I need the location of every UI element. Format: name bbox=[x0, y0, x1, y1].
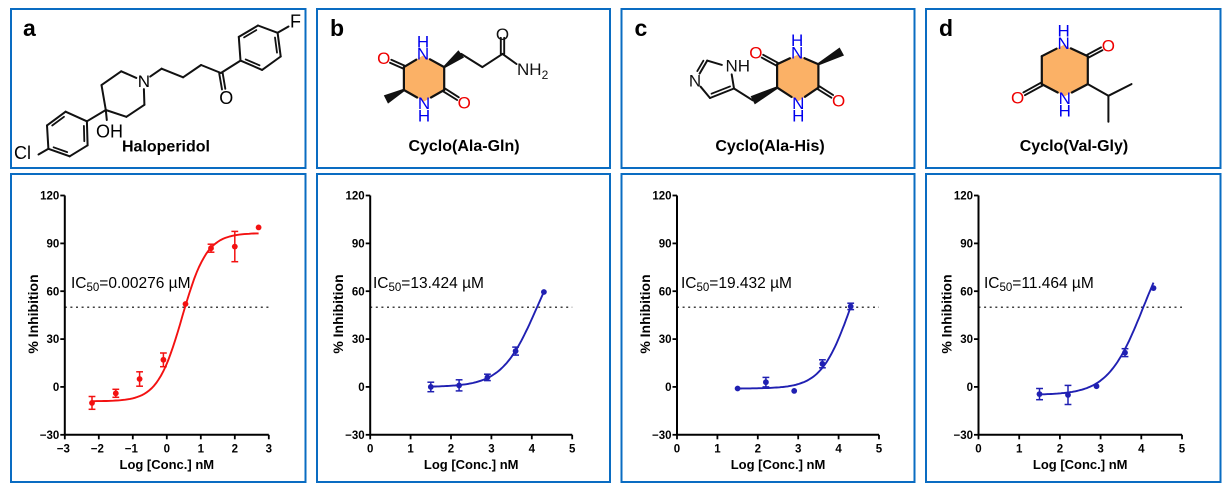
svg-text:4: 4 bbox=[529, 444, 536, 456]
svg-text:30: 30 bbox=[352, 334, 365, 346]
svg-text:Haloperidol: Haloperidol bbox=[122, 139, 210, 156]
svg-text:3: 3 bbox=[266, 444, 272, 456]
svg-text:4: 4 bbox=[835, 444, 842, 456]
svg-text:d: d bbox=[939, 15, 953, 41]
svg-text:a: a bbox=[23, 15, 36, 41]
svg-text:% Inhibition: % Inhibition bbox=[939, 274, 955, 353]
svg-text:−30: −30 bbox=[345, 430, 365, 442]
svg-text:60: 60 bbox=[659, 286, 672, 298]
svg-text:H: H bbox=[791, 31, 803, 50]
svg-text:Log [Conc.] nM: Log [Conc.] nM bbox=[424, 457, 519, 472]
svg-text:O: O bbox=[377, 49, 390, 68]
svg-text:Cyclo(Val-Gly): Cyclo(Val-Gly) bbox=[1020, 138, 1128, 155]
svg-text:0: 0 bbox=[665, 382, 671, 394]
svg-text:F: F bbox=[290, 12, 301, 32]
svg-text:N: N bbox=[418, 94, 430, 113]
svg-text:O: O bbox=[1102, 36, 1115, 55]
svg-text:Cyclo(Ala-His): Cyclo(Ala-His) bbox=[715, 138, 824, 155]
svg-text:IC50=0.00276 µM: IC50=0.00276 µM bbox=[71, 275, 191, 294]
svg-text:1: 1 bbox=[1016, 444, 1023, 456]
svg-text:5: 5 bbox=[1179, 444, 1186, 456]
svg-text:Cyclo(Ala-Gln): Cyclo(Ala-Gln) bbox=[408, 138, 519, 155]
svg-text:0: 0 bbox=[367, 444, 373, 456]
svg-text:0: 0 bbox=[164, 444, 170, 456]
svg-text:Cl: Cl bbox=[14, 143, 31, 163]
svg-text:H: H bbox=[1059, 102, 1071, 121]
svg-text:120: 120 bbox=[346, 191, 365, 203]
svg-text:−3: −3 bbox=[57, 444, 70, 456]
svg-text:% Inhibition: % Inhibition bbox=[637, 274, 653, 353]
svg-text:2: 2 bbox=[232, 444, 238, 456]
svg-text:1: 1 bbox=[198, 444, 205, 456]
svg-text:O: O bbox=[1011, 88, 1024, 107]
svg-text:% Inhibition: % Inhibition bbox=[25, 274, 41, 353]
svg-text:IC50=11.464 µM: IC50=11.464 µM bbox=[984, 275, 1094, 294]
svg-text:3: 3 bbox=[795, 444, 801, 456]
svg-text:0: 0 bbox=[53, 382, 59, 394]
svg-text:30: 30 bbox=[659, 334, 672, 346]
svg-text:60: 60 bbox=[352, 286, 365, 298]
svg-text:2: 2 bbox=[448, 444, 454, 456]
svg-text:90: 90 bbox=[352, 239, 365, 251]
svg-text:−30: −30 bbox=[652, 430, 672, 442]
svg-text:N: N bbox=[1057, 34, 1069, 53]
svg-text:O: O bbox=[496, 25, 509, 44]
svg-text:120: 120 bbox=[954, 191, 973, 203]
svg-text:0: 0 bbox=[358, 382, 364, 394]
svg-text:Log [Conc.] nM: Log [Conc.] nM bbox=[120, 457, 215, 472]
svg-text:% Inhibition: % Inhibition bbox=[330, 274, 346, 353]
svg-text:Log [Conc.] nM: Log [Conc.] nM bbox=[1033, 457, 1128, 472]
svg-text:30: 30 bbox=[960, 334, 973, 346]
svg-text:120: 120 bbox=[40, 191, 59, 203]
svg-text:3: 3 bbox=[1097, 444, 1103, 456]
svg-text:OH: OH bbox=[96, 122, 123, 142]
svg-text:N: N bbox=[791, 43, 803, 62]
svg-text:N: N bbox=[1059, 89, 1071, 108]
svg-text:0: 0 bbox=[674, 444, 680, 456]
svg-text:O: O bbox=[832, 91, 845, 110]
svg-text:90: 90 bbox=[960, 239, 973, 251]
svg-text:2: 2 bbox=[1057, 444, 1063, 456]
svg-text:H: H bbox=[1057, 22, 1069, 41]
svg-text:60: 60 bbox=[47, 286, 60, 298]
svg-text:O: O bbox=[219, 88, 233, 108]
svg-text:60: 60 bbox=[960, 286, 973, 298]
svg-text:N: N bbox=[792, 94, 804, 113]
svg-text:N: N bbox=[689, 72, 701, 91]
svg-text:−2: −2 bbox=[91, 444, 104, 456]
svg-text:90: 90 bbox=[659, 239, 672, 251]
svg-text:−30: −30 bbox=[953, 430, 973, 442]
svg-text:N: N bbox=[138, 72, 150, 91]
svg-text:3: 3 bbox=[488, 444, 494, 456]
svg-text:0: 0 bbox=[975, 444, 981, 456]
svg-text:5: 5 bbox=[569, 444, 576, 456]
svg-text:b: b bbox=[330, 15, 344, 41]
svg-text:5: 5 bbox=[876, 444, 883, 456]
svg-text:c: c bbox=[635, 15, 648, 41]
svg-text:1: 1 bbox=[714, 444, 721, 456]
svg-text:30: 30 bbox=[47, 334, 60, 346]
svg-text:O: O bbox=[749, 44, 762, 63]
svg-text:−30: −30 bbox=[40, 430, 60, 442]
svg-text:1: 1 bbox=[407, 444, 414, 456]
svg-text:−1: −1 bbox=[125, 444, 139, 456]
svg-text:120: 120 bbox=[652, 191, 671, 203]
svg-text:N: N bbox=[417, 45, 429, 64]
svg-text:NH2: NH2 bbox=[517, 60, 549, 82]
svg-text:IC50=13.424 µM: IC50=13.424 µM bbox=[373, 275, 484, 294]
svg-text:2: 2 bbox=[755, 444, 761, 456]
svg-text:Log [Conc.] nM: Log [Conc.] nM bbox=[731, 457, 826, 472]
svg-text:90: 90 bbox=[47, 239, 60, 251]
svg-text:O: O bbox=[458, 94, 471, 113]
svg-text:NH: NH bbox=[726, 57, 751, 76]
svg-text:4: 4 bbox=[1138, 444, 1145, 456]
svg-text:H: H bbox=[418, 107, 430, 126]
svg-text:H: H bbox=[792, 107, 804, 126]
svg-text:0: 0 bbox=[967, 382, 973, 394]
svg-text:IC50=19.432 µM: IC50=19.432 µM bbox=[681, 275, 792, 294]
svg-text:H: H bbox=[417, 32, 429, 51]
